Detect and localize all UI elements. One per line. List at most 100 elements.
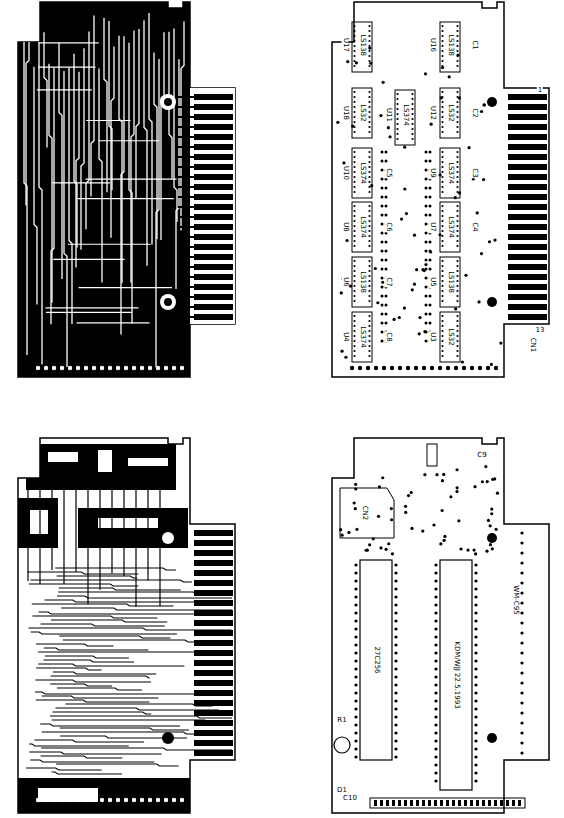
silkscreen-label: C9 [476,452,487,459]
edge-finger [508,234,547,240]
copper-trace [51,620,167,622]
copper-trace [56,764,179,766]
copper-trace [121,36,124,334]
copper-trace [52,772,122,774]
copper-trace [50,684,112,686]
silkscreen-label: U6 [342,276,349,288]
copper-trace [26,768,102,770]
top-silkscreen-layer [332,2,549,377]
copper-trace [42,696,159,698]
edge-finger [194,134,233,140]
edge-finger [194,114,233,120]
edge-finger [194,640,233,646]
ic-outline [352,312,372,362]
edge-finger [194,184,233,190]
silkscreen-label: LS374 [359,161,366,185]
copper-trace [26,13,29,206]
copper-trace [64,71,67,367]
copper-trace [65,704,212,706]
edge-finger [508,284,547,290]
copper-trace [161,32,164,240]
silkscreen-label: U12 [429,105,436,121]
ic-outline [440,202,460,252]
silkscreen-label: LS374 [359,325,366,349]
bottom-copper-layer [18,438,235,813]
copper-trace [30,760,154,762]
silkscreen-label: LS138 [447,270,454,294]
edge-finger [194,94,233,100]
edge-finger [508,294,547,300]
copper-trace [27,572,138,574]
edge-finger [508,114,547,120]
copper-trace [61,608,232,610]
edge-connector-area [190,88,235,324]
silkscreen-label: U4 [342,331,349,343]
edge-finger [194,284,233,290]
bottom-silkscreen-layer [332,438,549,813]
copper-trace [99,140,159,141]
silkscreen-label: C1 [471,39,478,50]
edge-finger [194,610,233,616]
copper-trace [38,66,95,67]
copper-trace [35,740,145,742]
silkscreen-label: U8 [342,221,349,233]
edge-finger [508,144,547,150]
silkscreen-label: 13 [535,327,546,334]
edge-finger [194,244,233,250]
copper-trace [36,668,101,670]
silkscreen-label: LS374 [447,215,454,239]
copper-trace [57,688,142,690]
edge-finger [194,164,233,170]
copper-trace [44,648,149,650]
copper-trace [104,18,107,192]
edge-finger [194,680,233,686]
edge-finger [194,660,233,666]
edge-finger [194,720,233,726]
silkscreen-label: C10 [342,795,358,802]
copper-trace [31,632,177,634]
copper-trace [57,596,232,598]
copper-trace [53,712,152,714]
copper-trace [39,28,42,364]
copper-trace [46,312,132,313]
copper-trace [55,568,176,570]
copper-trace [86,32,89,230]
copper-trace [51,68,54,324]
edge-finger [194,700,233,706]
copper-trace [156,59,159,367]
copper-trace [29,752,161,754]
silkscreen-label: R1 [336,717,347,724]
copper-trace [41,624,165,626]
ic-outline [352,257,372,307]
copper-trace [37,89,92,90]
edge-finger [194,580,233,586]
copper-trace [39,612,198,614]
copper-trace [79,287,172,288]
silkscreen-label: LS32 [447,327,454,346]
ic-outline [395,90,415,145]
edge-finger [194,274,233,280]
edge-finger [194,254,233,260]
silkscreen-label: 1 [537,87,543,94]
silkscreen-label: U16 [429,37,436,53]
silkscreen-label: C2 [471,107,478,118]
copper-trace [174,29,177,222]
edge-finger [508,314,547,320]
copper-trace [28,628,231,630]
copper-trace [154,52,157,239]
silkscreen-label: C6 [385,221,392,232]
edge-finger [194,314,233,320]
copper-trace [76,72,79,268]
edge-finger [194,600,233,606]
edge-finger [194,590,233,596]
copper-trace [60,728,189,730]
edge-finger [194,570,233,576]
copper-trace [86,120,130,121]
edge-finger [508,204,547,210]
ic-outline [440,88,460,138]
silkscreen-label: LS32 [447,103,454,122]
copper-trace [35,680,151,682]
edge-finger [508,214,547,220]
silkscreen-label: CN1 [529,337,536,354]
